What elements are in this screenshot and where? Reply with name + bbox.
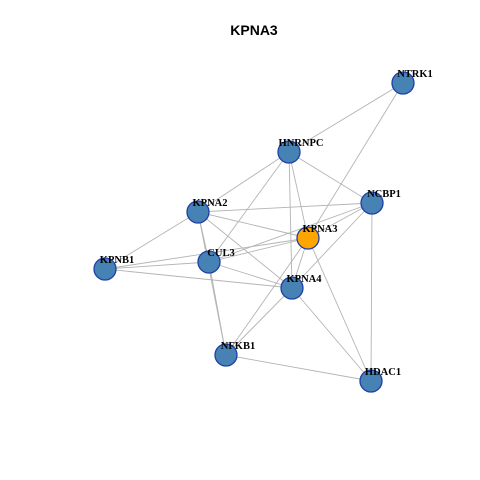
node-nfkb1[interactable] bbox=[214, 343, 238, 367]
edge-ncbp1-cul3 bbox=[208, 202, 373, 263]
node-label-hdac1: HDAC1 bbox=[365, 367, 401, 378]
node-label-nfkb1: NFKB1 bbox=[221, 341, 255, 352]
edge-layer bbox=[104, 82, 404, 382]
edge-cul3-kpna4 bbox=[208, 261, 293, 289]
edge-kpna3-cul3 bbox=[208, 237, 309, 263]
chart-title: KPNA3 bbox=[230, 22, 278, 38]
edge-ntrk1-kpna3 bbox=[307, 82, 404, 239]
edge-nfkb1-hdac1 bbox=[225, 354, 372, 382]
edge-cul3-nfkb1 bbox=[208, 261, 227, 356]
edge-hnrnpc-cul3 bbox=[208, 151, 290, 263]
node-label-ntrk1: NTRK1 bbox=[397, 69, 433, 80]
node-label-kpna3: KPNA3 bbox=[303, 224, 338, 235]
edge-hnrnpc-kpna3 bbox=[288, 151, 309, 239]
node-hnrnpc[interactable] bbox=[277, 140, 301, 164]
node-kpna3[interactable] bbox=[296, 226, 320, 250]
node-label-kpna2: KPNA2 bbox=[193, 198, 228, 209]
node-kpnb1[interactable] bbox=[93, 257, 117, 281]
edge-kpna2-kpna4 bbox=[197, 211, 293, 289]
node-hdac1[interactable] bbox=[359, 369, 383, 393]
node-ncbp1[interactable] bbox=[360, 191, 384, 215]
node-kpna2[interactable] bbox=[186, 200, 210, 224]
edge-kpna3-hdac1 bbox=[307, 237, 372, 382]
node-label-cul3: CUL3 bbox=[207, 248, 234, 259]
edge-kpna4-nfkb1 bbox=[225, 287, 293, 356]
node-label-kpnb1: KPNB1 bbox=[100, 255, 134, 266]
node-label-kpna4: KPNA4 bbox=[287, 274, 323, 285]
edge-kpna3-nfkb1 bbox=[225, 237, 309, 356]
node-cul3[interactable] bbox=[197, 250, 221, 274]
edge-kpna2-kpnb1 bbox=[104, 211, 199, 270]
node-kpna4[interactable] bbox=[280, 276, 304, 300]
edge-kpna2-kpna3 bbox=[197, 211, 309, 239]
node-label-ncbp1: NCBP1 bbox=[367, 189, 401, 200]
edge-kpna4-hdac1 bbox=[291, 287, 372, 382]
edge-hnrnpc-kpna2 bbox=[197, 151, 290, 213]
edge-kpnb1-kpna4 bbox=[104, 268, 293, 289]
edge-ncbp1-kpna4 bbox=[291, 202, 373, 289]
edge-hnrnpc-ncbp1 bbox=[288, 151, 373, 204]
edge-hnrnpc-kpna4 bbox=[288, 151, 293, 289]
node-layer bbox=[93, 71, 415, 393]
edge-ntrk1-hnrnpc bbox=[288, 82, 404, 153]
node-label-hnrnpc: HNRNPC bbox=[279, 138, 324, 149]
edge-kpnb1-cul3 bbox=[104, 261, 210, 270]
edge-ncbp1-hdac1 bbox=[370, 202, 373, 382]
edge-kpna2-ncbp1 bbox=[197, 202, 373, 213]
node-ntrk1[interactable] bbox=[391, 71, 415, 95]
edge-ncbp1-kpna3 bbox=[307, 202, 373, 239]
